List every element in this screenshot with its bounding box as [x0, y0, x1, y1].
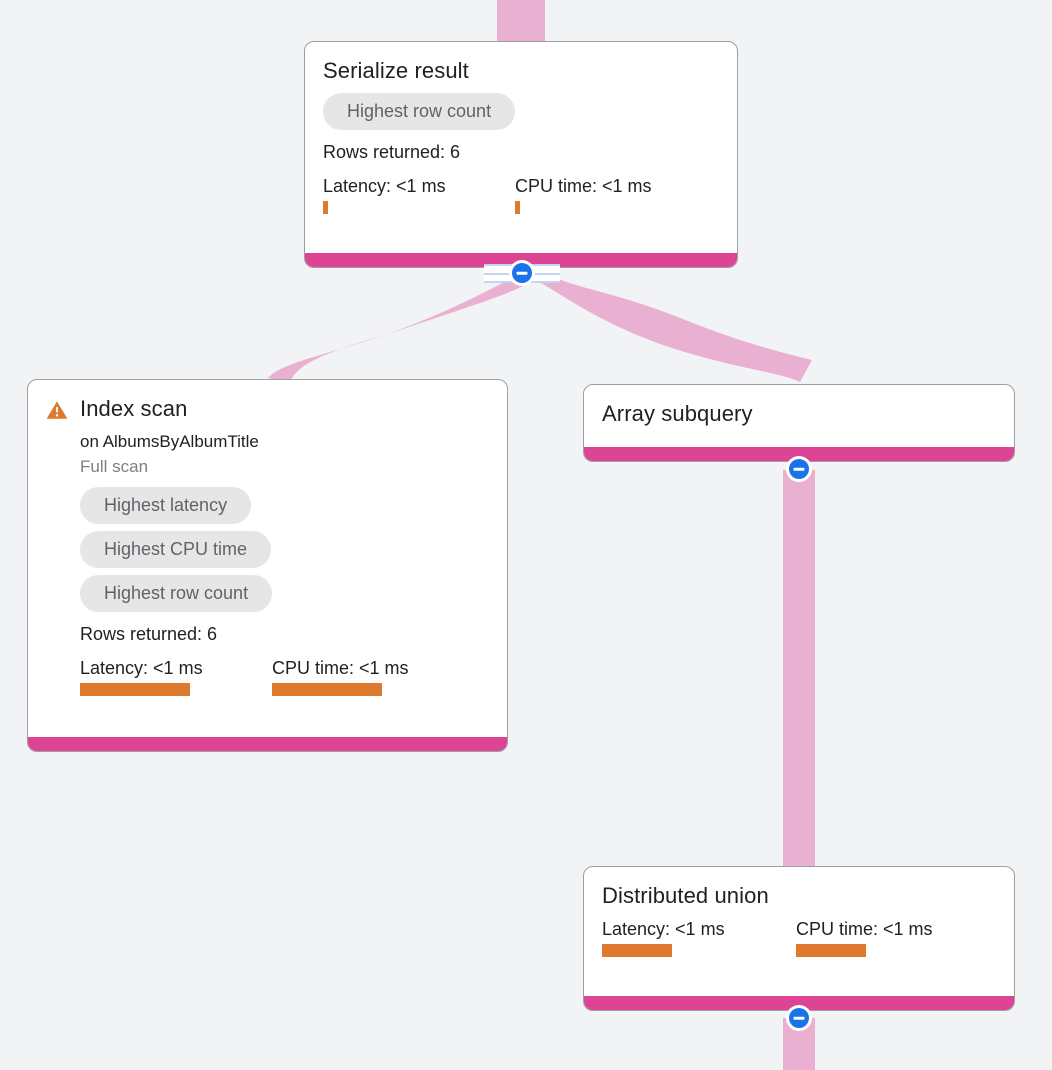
node-title: Serialize result	[323, 58, 469, 83]
metric-latency-bar	[323, 201, 328, 214]
metric-latency-label: Latency: <1 ms	[602, 919, 725, 939]
node-title: Index scan	[80, 396, 188, 421]
node-metrics: Latency: <1 ms CPU time: <1 ms	[602, 919, 996, 957]
collapse-minus-icon	[512, 263, 532, 283]
badge-highest-cpu-time: Highest CPU time	[80, 531, 272, 568]
node-distributed-union[interactable]: Distributed union Latency: <1 ms CPU tim…	[583, 866, 1015, 1011]
edge-serialize-to-array-subquery	[533, 276, 812, 382]
badge-highest-latency: Highest latency	[80, 487, 252, 524]
node-metrics: Latency: <1 ms CPU time: <1 ms	[80, 658, 489, 696]
metric-latency-bar	[602, 944, 672, 957]
edge-serialize-to-index-scan	[268, 278, 533, 382]
collapse-handle-array-subquery[interactable]	[786, 456, 812, 482]
metric-cpu-time-bar	[272, 683, 382, 696]
node-accent-bar	[584, 447, 1014, 461]
node-accent-bar	[28, 737, 507, 751]
metric-latency: Latency: <1 ms	[80, 658, 272, 696]
edge-incoming-root	[497, 0, 545, 42]
node-body: Distributed union Latency: <1 ms CPU tim…	[584, 867, 1014, 996]
metric-latency-bar	[80, 683, 190, 696]
metric-cpu-time-label: CPU time: <1 ms	[515, 176, 652, 196]
node-body: Array subquery	[584, 385, 1014, 447]
node-title: Distributed union	[602, 883, 769, 908]
metric-cpu-time: CPU time: <1 ms	[796, 919, 933, 957]
metric-cpu-time: CPU time: <1 ms	[272, 658, 409, 696]
node-body: Index scan on AlbumsByAlbumTitle Full sc…	[28, 380, 507, 737]
node-title-row: Distributed union	[602, 883, 996, 909]
node-subtitle: on AlbumsByAlbumTitle	[80, 432, 259, 451]
metric-latency: Latency: <1 ms	[323, 176, 515, 214]
metric-latency-label: Latency: <1 ms	[323, 176, 446, 196]
badge-highest-row-count: Highest row count	[323, 93, 516, 130]
collapse-handle-distributed-union[interactable]	[786, 1005, 812, 1031]
warning-triangle-icon	[47, 401, 67, 419]
metric-latency: Latency: <1 ms	[602, 919, 796, 957]
metric-cpu-time-label: CPU time: <1 ms	[796, 919, 933, 939]
metric-latency-label: Latency: <1 ms	[80, 658, 203, 678]
node-index-scan[interactable]: Index scan on AlbumsByAlbumTitle Full sc…	[27, 379, 508, 752]
node-title-row: Index scan	[46, 396, 489, 422]
collapse-handle-serialize-result[interactable]	[509, 260, 535, 286]
metric-cpu-time-bar	[515, 201, 520, 214]
node-badges: Highest latency Highest CPU time Highest…	[80, 487, 489, 612]
edge-array-subquery-to-distributed-union	[783, 470, 815, 875]
node-title-row: Serialize result	[323, 58, 719, 84]
node-serialize-result[interactable]: Serialize result Highest row count Rows …	[304, 41, 738, 268]
rows-returned: Rows returned: 6	[323, 142, 461, 162]
node-body: Serialize result Highest row count Rows …	[305, 42, 737, 253]
node-title: Array subquery	[602, 401, 753, 426]
metric-cpu-time-bar	[796, 944, 866, 957]
metric-cpu-time: CPU time: <1 ms	[515, 176, 652, 214]
badge-highest-row-count: Highest row count	[80, 575, 273, 612]
node-title-row: Array subquery	[602, 401, 996, 427]
node-scan-type: Full scan	[80, 457, 149, 476]
node-metrics: Latency: <1 ms CPU time: <1 ms	[323, 176, 719, 214]
node-accent-bar	[584, 996, 1014, 1010]
collapse-minus-icon	[789, 459, 809, 479]
collapse-minus-icon	[789, 1008, 809, 1028]
node-array-subquery[interactable]: Array subquery	[583, 384, 1015, 462]
node-badges: Highest row count	[323, 93, 719, 130]
rows-returned: Rows returned: 6	[80, 624, 218, 644]
metric-cpu-time-label: CPU time: <1 ms	[272, 658, 409, 678]
